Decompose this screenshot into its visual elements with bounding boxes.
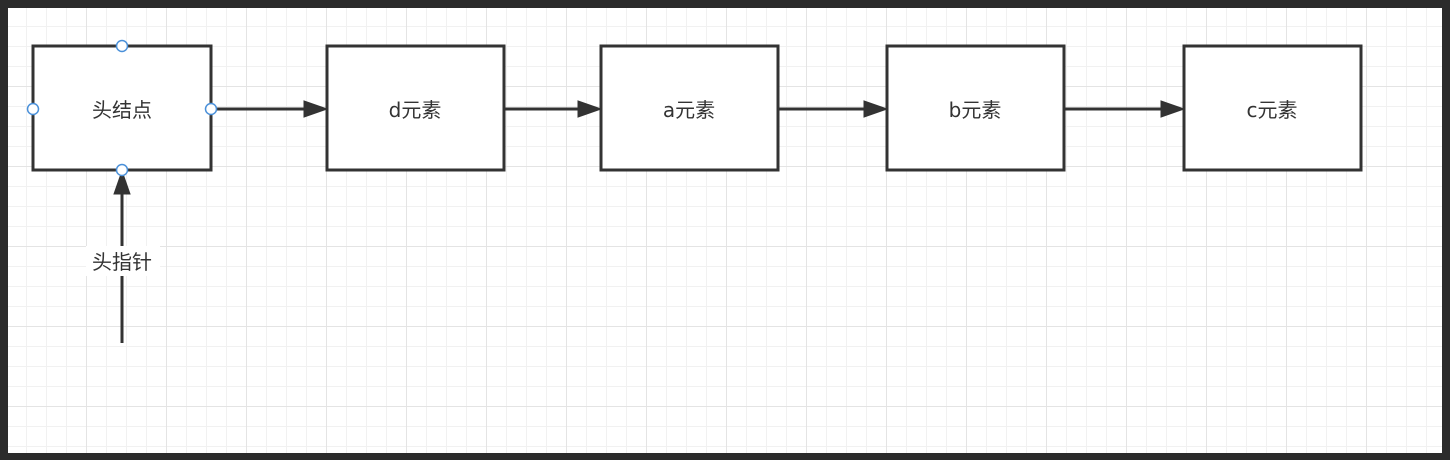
head-pointer-label: 头指针 (92, 250, 152, 274)
connection-handle-top[interactable] (115, 39, 129, 53)
connection-handle-left[interactable] (26, 102, 40, 116)
edge-a-to-b[interactable] (778, 100, 889, 118)
connection-handle-right[interactable] (204, 102, 218, 116)
edge-b-to-c[interactable] (1064, 100, 1186, 118)
edge-head-to-d[interactable] (211, 100, 329, 118)
node-head-label: 头结点 (92, 98, 152, 122)
node-a[interactable]: a元素 (599, 44, 780, 172)
head-pointer-edge[interactable]: 头指针 (86, 169, 160, 343)
node-b-label: b元素 (949, 98, 1002, 122)
node-d-label: d元素 (389, 98, 442, 122)
connection-handle-bottom[interactable] (115, 163, 129, 177)
node-a-label: a元素 (663, 98, 715, 122)
node-c[interactable]: c元素 (1182, 44, 1363, 172)
selection-handles (26, 39, 218, 177)
node-d[interactable]: d元素 (325, 44, 506, 172)
node-head[interactable]: 头结点 (31, 44, 213, 172)
edge-d-to-a[interactable] (504, 100, 603, 118)
node-b[interactable]: b元素 (885, 44, 1066, 172)
node-c-label: c元素 (1247, 98, 1298, 122)
